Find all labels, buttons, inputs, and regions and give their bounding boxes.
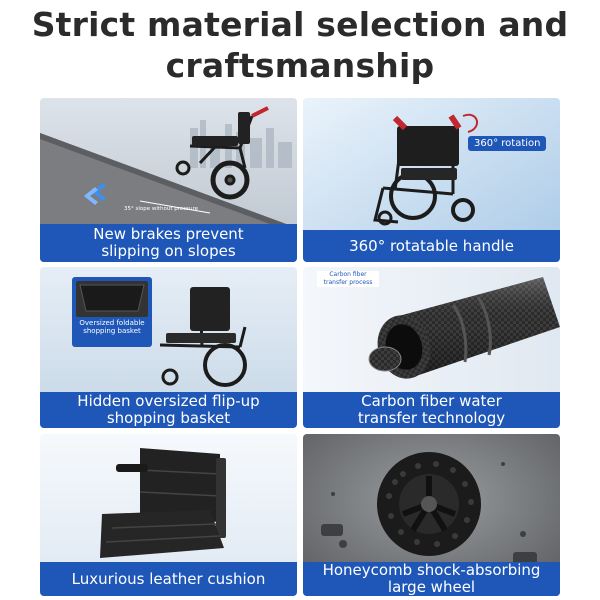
feature-card-handle: 360° rotation 360° rotatable handle [303,98,560,262]
caption-line: transfer technology [357,409,506,427]
feature-card-wheel: Honeycomb shock-absorbing large wheel [303,434,560,596]
caption-cushion: Luxurious leather cushion [40,562,297,596]
caption-brakes: New brakes prevent slipping on slopes [40,224,297,262]
rotation-tag: 360° rotation [468,136,547,151]
caption-line: large wheel [387,578,476,596]
title-line-1: Strict material selection and [31,5,569,44]
slope-note: 35° slope without pressure [124,206,199,212]
feature-card-brakes: 35° slope without pressure New brakes pr… [40,98,297,262]
caption-handle: 360° rotatable handle [303,230,560,262]
caption-basket: Hidden oversized flip-up shopping basket [40,392,297,428]
caption-line: shopping basket [106,409,231,427]
caption-line: Hidden oversized flip-up [77,392,260,410]
caption-wheel: Honeycomb shock-absorbing large wheel [303,562,560,596]
feature-card-carbon: Carbon fiber transfer process Carbon fib… [303,267,560,428]
carbon-process-label: Carbon fiber transfer process [317,271,379,287]
page-title: Strict material selection and craftsmans… [0,4,600,86]
feature-card-cushion: Luxurious leather cushion [40,434,297,596]
caption-line: New brakes prevent [93,225,244,243]
caption-line: Luxurious leather cushion [71,569,266,588]
caption-line: Honeycomb shock-absorbing [322,561,541,579]
caption-line: slipping on slopes [101,242,236,260]
caption-line: 360° rotatable handle [349,236,514,255]
basket-inset-label: Oversized foldable shopping basket [79,319,145,335]
caption-line: Carbon fiber water [361,392,502,410]
feature-card-basket: Oversized foldable shopping basket Hidde… [40,267,297,428]
caption-carbon: Carbon fiber water transfer technology [303,392,560,428]
title-line-2: craftsmanship [165,46,435,85]
